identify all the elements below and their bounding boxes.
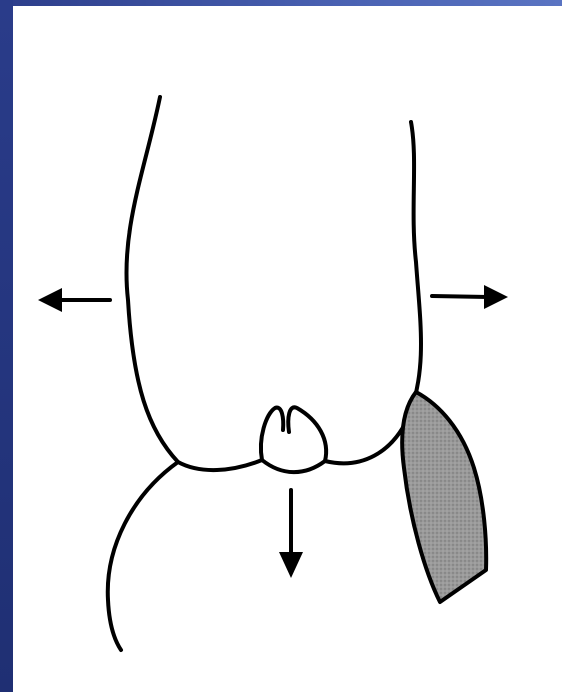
anatomical-diagram: [13, 6, 562, 692]
left-arrow: [38, 288, 110, 312]
lower-left-contour: [108, 462, 178, 650]
down-arrow: [279, 490, 303, 578]
shaded-region: [402, 392, 486, 602]
slide-left-band: [0, 0, 13, 692]
right-arrow: [432, 285, 508, 309]
central-cleft-right: [288, 407, 326, 461]
central-cleft-left: [261, 408, 283, 460]
lobed-structure-outline: [126, 97, 421, 472]
diagram-canvas: [13, 6, 562, 692]
